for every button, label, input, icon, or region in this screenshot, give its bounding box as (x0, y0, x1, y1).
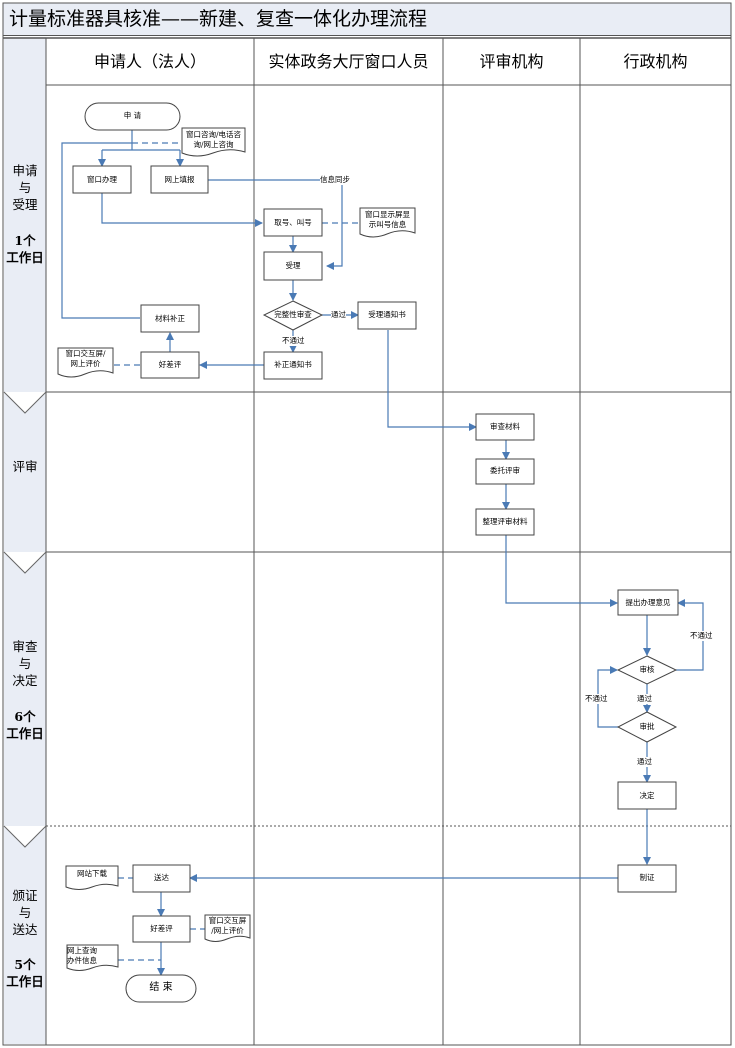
doc-download (65, 865, 119, 890)
doc-rating1 (57, 347, 114, 378)
doc-rating2 (204, 914, 251, 942)
node-take-number (263, 208, 323, 237)
label-rating1: 好差评 (158, 360, 182, 369)
label-consult-doc: 窗口咨询/电话咨 询/网上咨询 (185, 130, 242, 149)
node-window-handle (72, 165, 132, 194)
label-take-number: 取号、叫号 (274, 218, 312, 227)
label-pass1: 通过 (331, 310, 346, 320)
label-pass3: 通过 (637, 757, 652, 767)
node-organize-material (475, 508, 535, 536)
edge-fix-back (61, 142, 140, 319)
label-rating-doc2: 窗口交互屏 /网上评价 (208, 916, 247, 935)
doc-consult (181, 127, 246, 157)
label-decide: 决定 (639, 791, 655, 800)
stage-chevron-1 (3, 391, 47, 414)
label-info-sync: 信息同步 (320, 175, 350, 185)
node-material-fix (140, 304, 200, 333)
node-propose-opinion (617, 589, 679, 616)
node-entrust-review (475, 458, 535, 485)
label-entrust-review: 委托评审 (490, 466, 520, 475)
label-not-pass3: 不通过 (585, 694, 608, 704)
node-approve (616, 711, 678, 743)
lane-header-applicant: 申请人（法人） (93, 52, 206, 71)
node-accept (263, 251, 323, 281)
stage-label-2: 评审 (12, 459, 38, 474)
label-approve: 审批 (639, 722, 655, 731)
label-rating-doc1: 窗口交互屏/ 网上评价 (65, 349, 106, 368)
edge-window-take (101, 193, 263, 227)
label-not-pass1: 不通过 (282, 336, 305, 346)
label-end: 结 束 (149, 982, 173, 993)
stage-days-1: 1个 工作日 (6, 233, 44, 265)
label-deliver: 送达 (154, 873, 169, 882)
node-rating1 (140, 351, 200, 379)
label-material-fix: 材料补正 (155, 314, 185, 323)
label-online-query: 网上查询 办件信息 (67, 946, 97, 965)
page-title: 计量标准器具核准——新建、复查一体化办理流程 (9, 8, 428, 30)
label-pass2: 通过 (637, 694, 652, 704)
label-completeness: 完整性审查 (274, 310, 312, 319)
stage-label-1: 申请 与 受理 (12, 163, 38, 212)
stage-label-3: 审查 与 决定 (12, 639, 38, 688)
stage-chevron-3 (3, 825, 47, 848)
label-screen-doc: 窗口显示屏显 示叫号信息 (365, 210, 410, 229)
label-not-pass2: 不通过 (690, 631, 713, 641)
node-online-fill (150, 165, 209, 194)
lane-header-review-agency: 评审机构 (479, 52, 544, 71)
label-review-material: 审查材料 (490, 422, 520, 431)
node-make-cert (617, 864, 677, 893)
label-make-cert: 制证 (639, 873, 655, 882)
stage-days-4: 5个 工作日 (6, 957, 44, 989)
label-online-fill: 网上填报 (164, 175, 195, 184)
label-correction-notice: 补正通知书 (274, 360, 312, 369)
edge-organize-propose (505, 535, 618, 607)
label-web-download: 网站下载 (77, 869, 107, 878)
node-end (125, 974, 197, 1003)
lane-header-window-staff: 实体政务大厅窗口人员 (268, 52, 429, 71)
node-decide (617, 781, 677, 810)
label-apply: 申 请 (123, 111, 142, 120)
label-organize-material: 整理评审材料 (482, 517, 528, 526)
node-review-material (475, 413, 535, 441)
label-propose-opinion: 提出办理意见 (625, 598, 671, 607)
stage-label-4: 颁证 与 送达 (12, 888, 38, 937)
node-accept-notice (357, 301, 417, 330)
node-rating2 (132, 915, 191, 943)
label-window-handle: 窗口办理 (87, 175, 117, 184)
stage-chevron-2 (3, 551, 47, 574)
stage-column (4, 37, 46, 1044)
label-audit: 审核 (639, 665, 655, 674)
label-accept: 受理 (285, 261, 301, 270)
node-deliver (132, 864, 191, 893)
stage-days-3: 6个 工作日 (6, 709, 44, 741)
doc-query (66, 944, 119, 971)
node-correction-notice (263, 351, 323, 380)
doc-screen (359, 207, 416, 238)
title-bar: 计量标准器具核准——新建、复查一体化办理流程 (3, 3, 731, 36)
node-apply (84, 102, 181, 131)
node-completeness (262, 300, 324, 331)
label-accept-notice: 受理通知书 (368, 310, 406, 319)
lane-header-admin-agency: 行政机构 (623, 52, 688, 71)
edge-notice-review (387, 330, 477, 431)
label-rating2: 好差评 (150, 924, 173, 933)
node-audit (616, 655, 678, 685)
